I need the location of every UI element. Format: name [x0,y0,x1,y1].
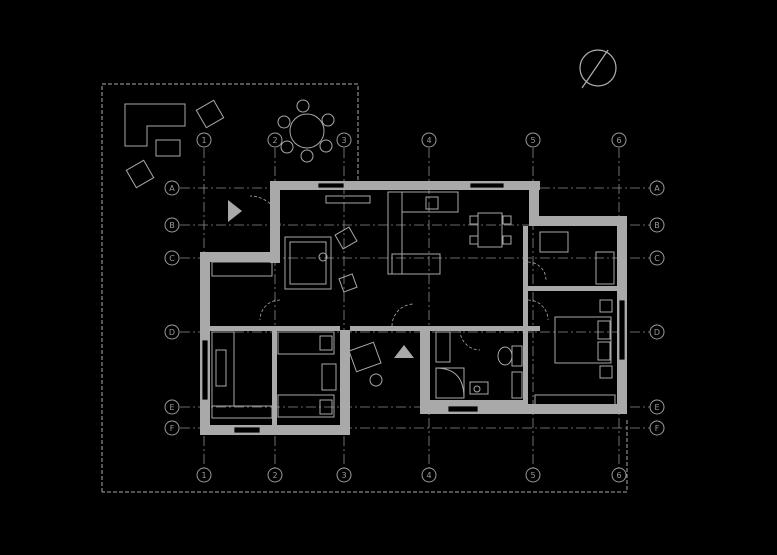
svg-text:D: D [169,328,175,337]
svg-text:F: F [655,424,660,433]
svg-text:A: A [169,184,175,193]
svg-text:1: 1 [201,471,206,480]
grid-row-F-left: F [164,420,180,436]
plot-boundary [101,83,628,493]
grid-row-B-left: B [164,217,180,233]
svg-text:C: C [654,254,660,263]
svg-text:6: 6 [616,136,621,145]
svg-text:2: 2 [272,471,277,480]
svg-text:5: 5 [530,471,535,480]
grid-row-B-right: B [649,217,665,233]
svg-text:E: E [169,403,174,412]
grid-column-3-top: 3 [336,132,352,148]
grid-column-1-bottom: 1 [196,467,212,483]
svg-text:C: C [169,254,175,263]
grid-row-C-left: C [164,250,180,266]
svg-text:3: 3 [341,471,346,480]
svg-text:4: 4 [426,136,431,145]
grid-row-C-right: C [649,250,665,266]
grid-column-5-bottom: 5 [525,467,541,483]
doors [249,195,549,351]
svg-text:D: D [654,328,660,337]
grid-row-D-right: D [649,324,665,340]
grid-column-2-bottom: 2 [267,467,283,483]
walls [200,181,627,435]
grid-column-6-top: 6 [611,132,627,148]
grid-row-D-left: D [164,324,180,340]
grid-column-4-top: 4 [421,132,437,148]
grid-row-E-right: E [649,399,665,415]
grid-row-A-left: A [164,180,180,196]
svg-text:4: 4 [426,471,431,480]
interior-furniture [211,191,616,419]
grid-column-5-top: 5 [525,132,541,148]
grid-row-F-right: F [649,420,665,436]
svg-text:E: E [654,403,659,412]
svg-text:A: A [654,184,660,193]
north-arrow-icon [579,49,617,89]
grid-row-E-left: E [164,399,180,415]
svg-text:5: 5 [530,136,535,145]
svg-text:6: 6 [616,471,621,480]
svg-text:2: 2 [272,136,277,145]
svg-text:B: B [169,221,175,230]
grid-column-4-bottom: 4 [421,467,437,483]
terrace-furniture [124,99,335,189]
svg-text:1: 1 [201,136,206,145]
svg-text:F: F [170,424,175,433]
grid-column-2-top: 2 [267,132,283,148]
windows [201,182,626,434]
svg-text:B: B [654,221,660,230]
grid-row-A-right: A [649,180,665,196]
grid-column-1-top: 1 [196,132,212,148]
entrance-marker-icon [228,200,242,222]
level-marker-icon [394,345,414,358]
grid-column-6-bottom: 6 [611,467,627,483]
grid-column-3-bottom: 3 [336,467,352,483]
svg-text:3: 3 [341,136,346,145]
